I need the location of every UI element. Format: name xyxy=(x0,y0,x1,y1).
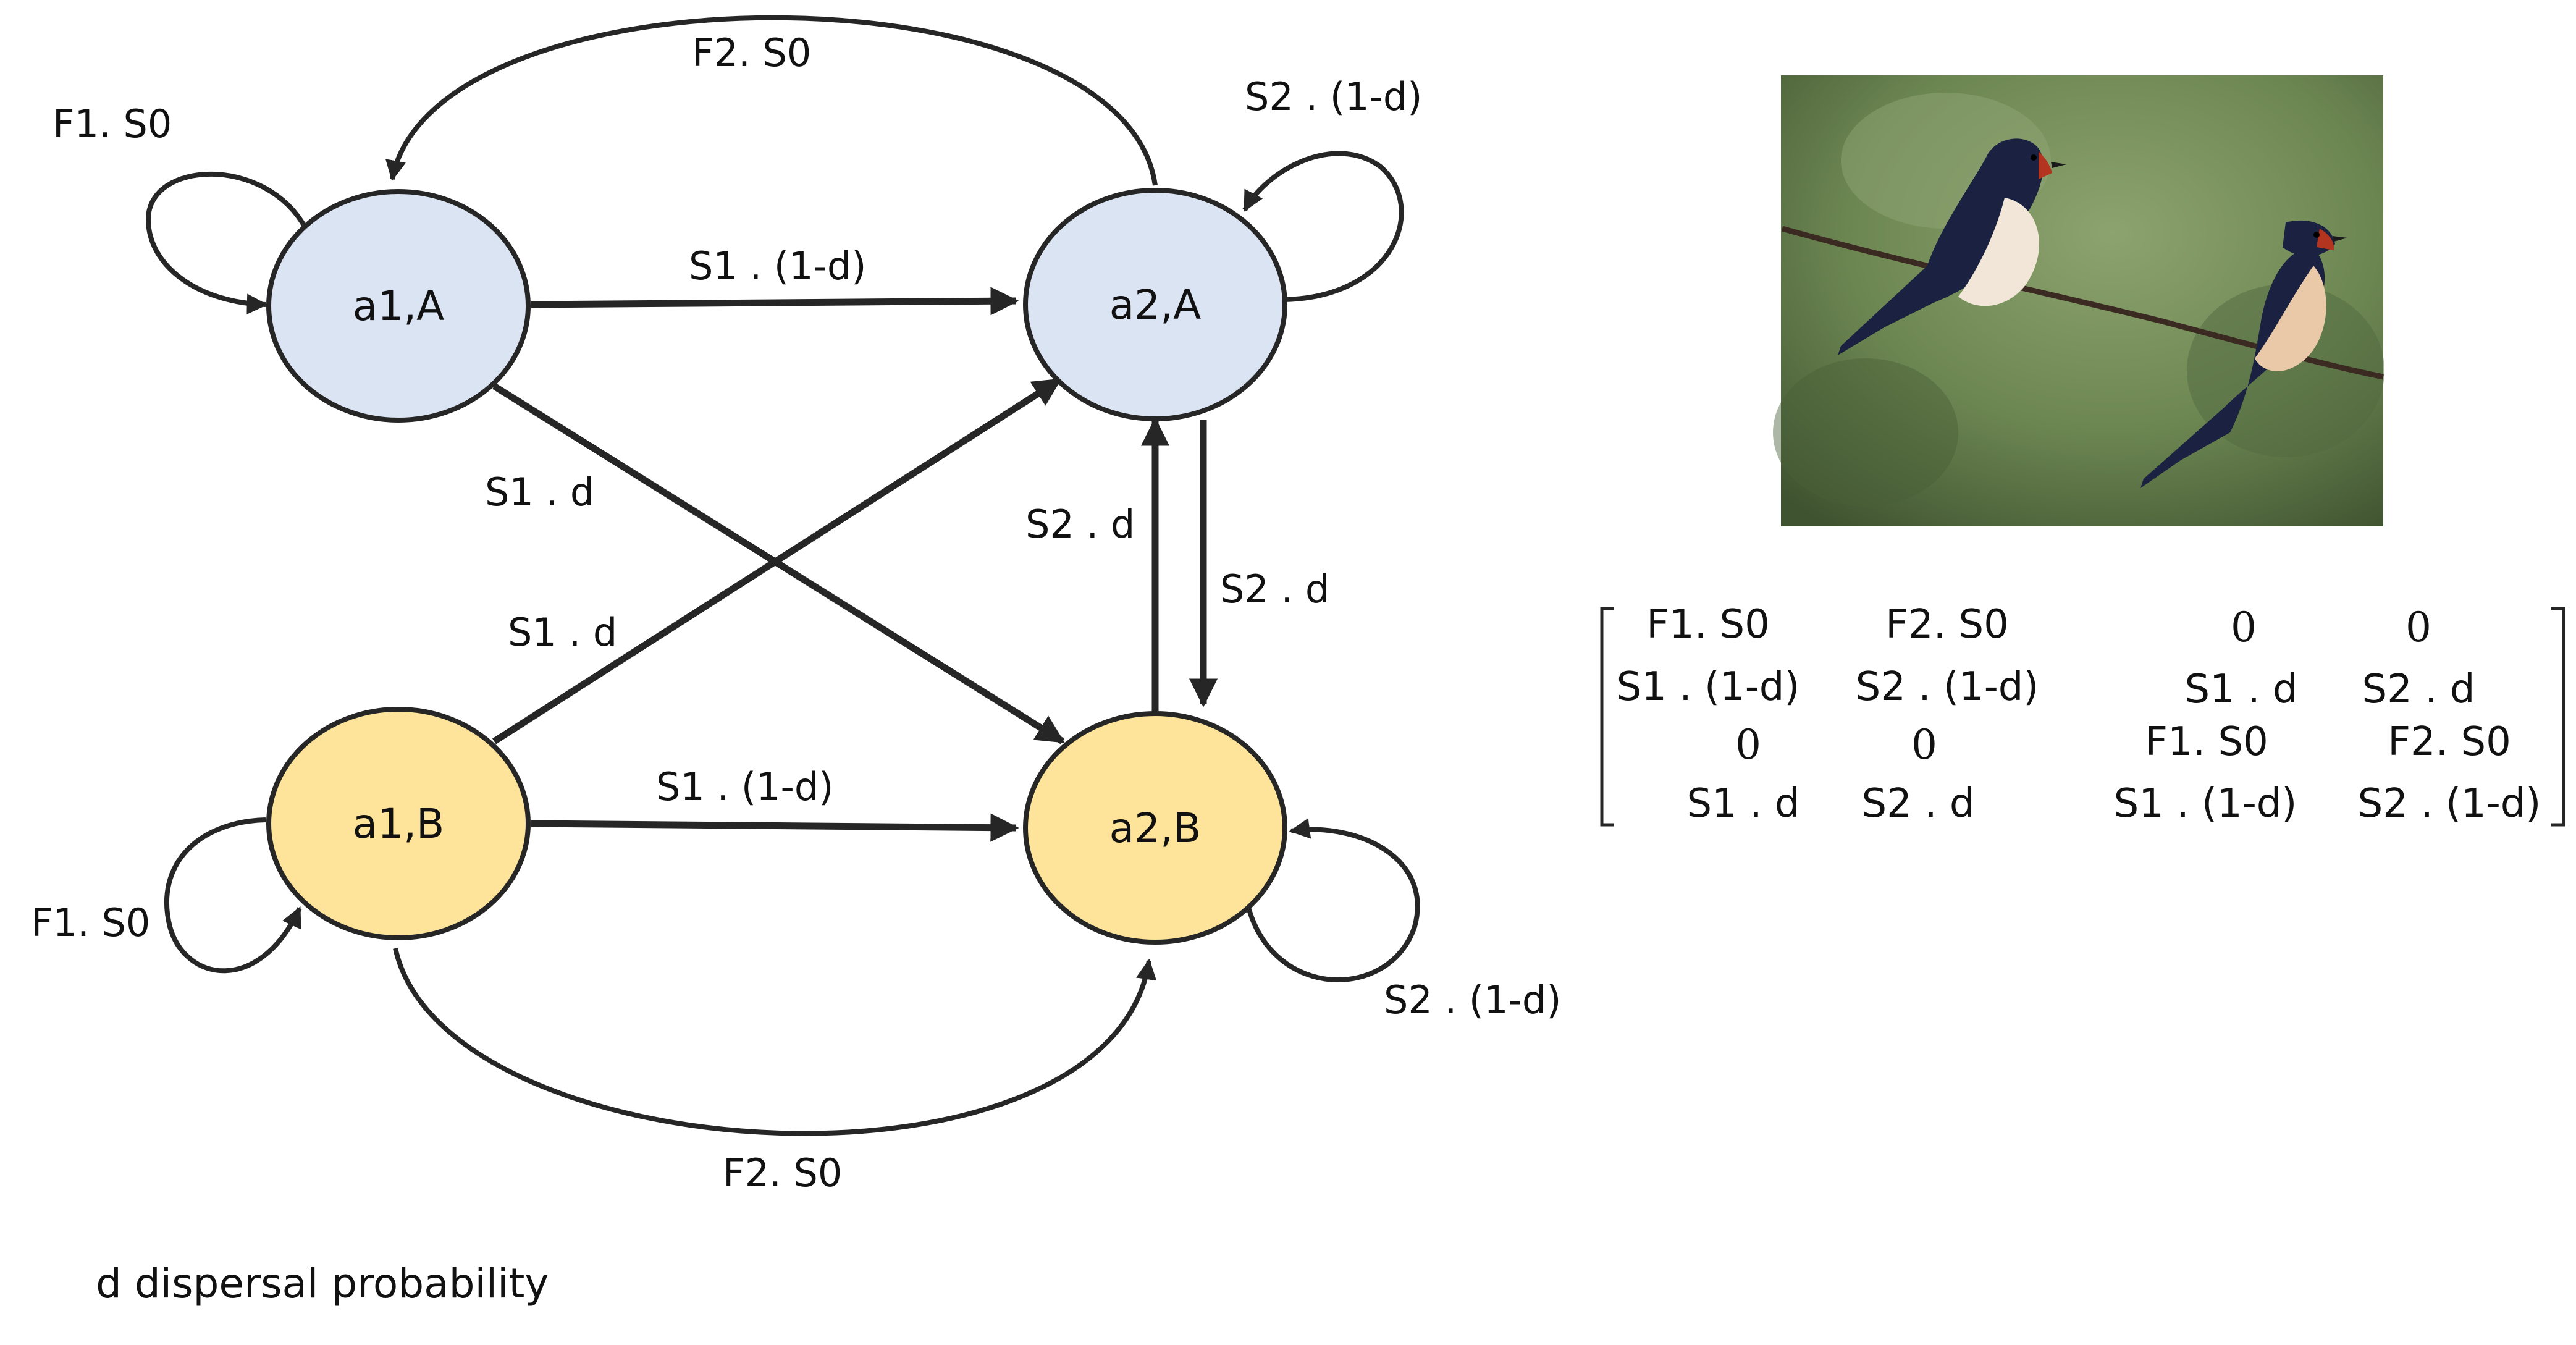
node-a2A-label: a2,A xyxy=(1109,281,1202,329)
node-a2B-shape xyxy=(1023,711,1287,945)
label-a1A-self: F1. S0 xyxy=(53,101,172,146)
node-a2B: a2,B xyxy=(1023,711,1287,945)
matrix-cell-r2c4: S2 . d xyxy=(2362,667,2475,712)
label-a2B-to-a2A: S2 . d xyxy=(1025,502,1135,547)
edge-a2A-to-a1A xyxy=(385,15,1158,186)
label-a1B-self: F1. S0 xyxy=(31,900,150,945)
label-a1A-to-a2B: S1 . d xyxy=(485,470,594,515)
node-a1B-label: a1,B xyxy=(353,800,445,848)
matrix-cell-r3c1: 0 xyxy=(1735,721,1761,769)
matrix-cell-r3c3: F1. S0 xyxy=(2145,719,2268,765)
node-a1B-shape xyxy=(266,707,531,940)
node-a1B: a1,B xyxy=(266,707,531,940)
matrix-cell-r1c2: F2. S0 xyxy=(1885,602,2009,647)
edge-a1B-self-loop xyxy=(164,817,302,974)
label-a1B-to-a2B-curve: F2. S0 xyxy=(723,1150,842,1195)
edge-a2A-self-loop xyxy=(1242,151,1404,302)
swallow-left-icon xyxy=(1838,138,2066,355)
node-a2B-label: a2,B xyxy=(1109,804,1202,852)
matrix-cell-r2c1: S1 . (1-d) xyxy=(1617,664,1800,710)
edge-a1A-to-a2A xyxy=(531,287,1019,316)
matrix-cell-r2c2: S2 . (1-d) xyxy=(1856,664,2039,710)
matrix-cell-r4c4: S2 . (1-d) xyxy=(2358,781,2541,827)
label-a1B-to-a2A: S1 . d xyxy=(508,610,617,655)
swallow-right-icon xyxy=(2140,220,2347,488)
matrix-cell-r1c1: F1. S0 xyxy=(1646,602,1770,647)
edge-a1B-to-a2B-curve xyxy=(393,948,1157,1136)
edge-a1B-to-a2B xyxy=(531,813,1019,842)
node-a2A: a2,A xyxy=(1023,188,1287,421)
label-a1A-to-a2A: S1 . (1-d) xyxy=(689,243,866,289)
label-a2A-to-a2B: S2 . d xyxy=(1220,567,1329,612)
matrix-cell-r4c2: S2 . d xyxy=(1862,781,1975,827)
caption-dispersal: d dispersal probability xyxy=(96,1260,549,1307)
matrix-cell-r4c1: S1 . d xyxy=(1687,781,1800,827)
label-a2B-self: S2 . (1-d) xyxy=(1384,977,1561,1022)
label-a1B-to-a2B: S1 . (1-d) xyxy=(656,764,833,809)
transition-matrix: F1. S0 F2. S0 0 0 S1 . (1-d) S2 . (1-d) … xyxy=(1600,602,2565,827)
matrix-cell-r4c3: S1 . (1-d) xyxy=(2114,781,2297,827)
edge-a1A-to-a2B xyxy=(492,383,1065,744)
matrix-left-bracket xyxy=(1600,607,1614,827)
matrix-cell-r1c4: 0 xyxy=(2406,604,2431,651)
label-a2A-to-a1A: F2. S0 xyxy=(692,30,811,75)
edge-a1B-to-a2A xyxy=(492,377,1062,744)
label-a2A-self: S2 . (1-d) xyxy=(1245,74,1422,119)
node-a1A-shape xyxy=(266,189,531,423)
matrix-cell-r1c3: 0 xyxy=(2231,604,2257,651)
branch-icon xyxy=(1781,226,2384,380)
matrix-cell-r2c3: S1 . d xyxy=(2185,667,2298,712)
node-a2A-shape xyxy=(1023,188,1287,421)
edge-a2B-self-loop xyxy=(1245,818,1420,982)
edge-a1A-self-loop xyxy=(145,171,308,314)
barn-swallows-photo xyxy=(1773,75,2384,526)
matrix-cell-r3c4: F2. S0 xyxy=(2388,719,2511,765)
life-cycle-diagram: a1,A a2,A a1,B a2,B F1. S0 F2. S0 S2 . (… xyxy=(31,15,1561,1195)
node-a1A: a1,A xyxy=(266,189,531,423)
matrix-cell-r3c2: 0 xyxy=(1911,721,1937,769)
node-a1A-label: a1,A xyxy=(353,282,445,330)
matrix-right-bracket xyxy=(2551,607,2565,827)
